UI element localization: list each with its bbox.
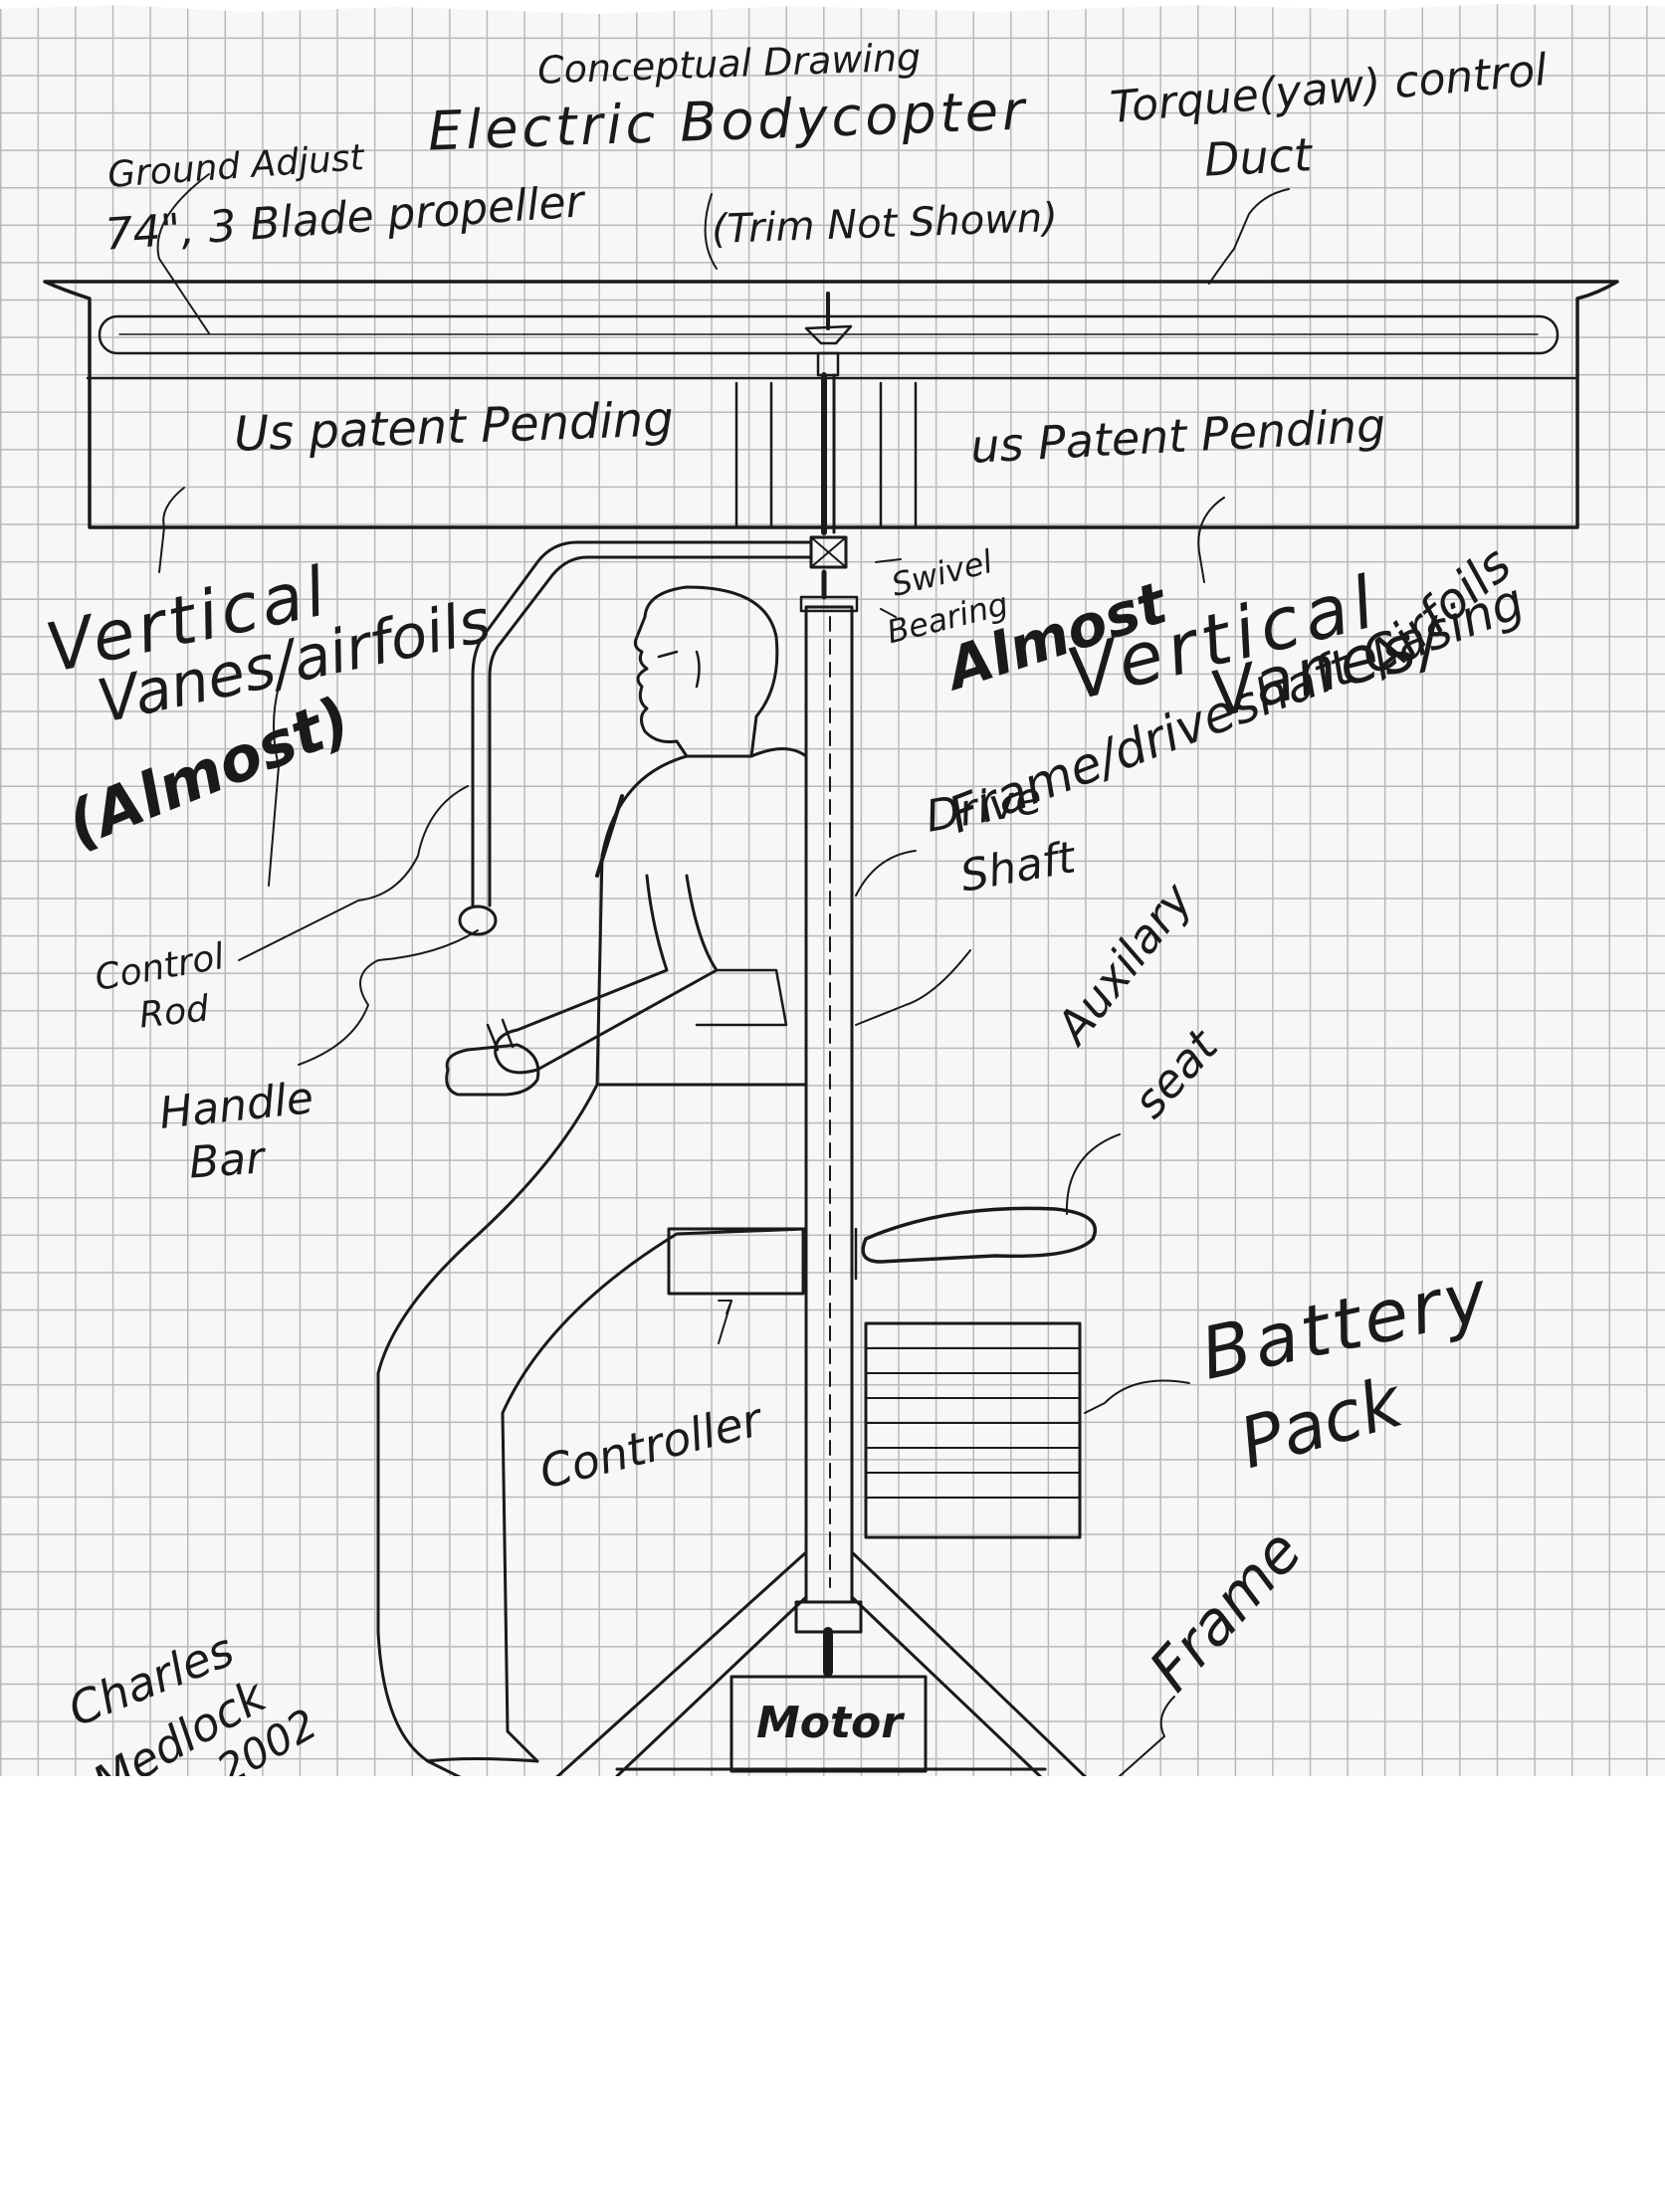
propeller-hub xyxy=(804,324,853,345)
rod-label: Rod xyxy=(136,988,211,1037)
pilot-hands xyxy=(445,1043,540,1097)
handle-bar-leader xyxy=(298,929,479,1066)
trim-leader xyxy=(704,193,718,270)
pilot-torso xyxy=(595,747,808,1087)
control-rod xyxy=(471,540,813,907)
blank-page-area xyxy=(0,1776,1665,2212)
torn-paper-edge xyxy=(0,0,1665,14)
a-frame xyxy=(555,1550,1087,1776)
left-vanes-leader xyxy=(158,487,185,573)
bar-label: Bar xyxy=(187,1132,266,1189)
drive-shaft-leader xyxy=(855,850,917,897)
duct-label: Duct xyxy=(1202,127,1314,187)
patent-left-label: Us patent Pending xyxy=(233,391,675,463)
trim-not-shown-label: (Trim Not Shown) xyxy=(711,194,1059,254)
control-rod-leader xyxy=(238,785,469,961)
aux-seat-leader xyxy=(1065,1133,1121,1215)
pilot-leg xyxy=(376,1083,599,1776)
controller-box xyxy=(667,1227,805,1296)
propeller-leader xyxy=(156,173,210,334)
duct-leader xyxy=(1208,188,1290,285)
battery-pack xyxy=(864,1321,1082,1539)
right-vanes-leader xyxy=(1197,497,1225,583)
motor-box xyxy=(729,1675,928,1773)
auxiliary-seat xyxy=(861,1206,1098,1264)
casing-leader xyxy=(855,949,971,1026)
handle-bar xyxy=(458,905,498,936)
pilot-head xyxy=(633,585,779,758)
pilot-arm xyxy=(494,874,719,1075)
bodycopter-drawing xyxy=(43,173,1619,1776)
battery-leader xyxy=(1084,1379,1190,1414)
swivel-bearing xyxy=(809,535,848,569)
duct-outline xyxy=(43,280,1619,529)
frame-leader xyxy=(1119,1696,1175,1776)
graph-paper-sheet: Conceptual Drawing Electric Bodycopter G… xyxy=(0,0,1665,1776)
motor-label: Motor xyxy=(756,1698,903,1748)
